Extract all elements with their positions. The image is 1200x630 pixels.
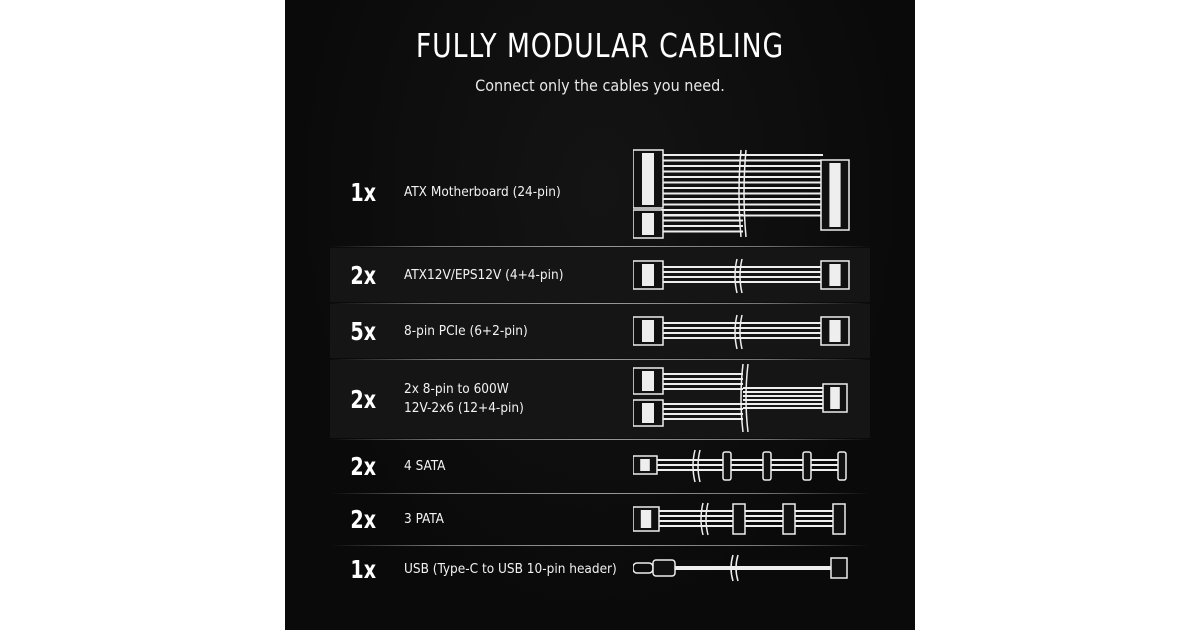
cable-row: 2x 4 SATA bbox=[330, 440, 870, 494]
cable-label-line1: 2x 8-pin to 600W bbox=[404, 381, 509, 397]
12v-2x6-cable-icon bbox=[633, 364, 848, 433]
cable-row: 2x 2x 8-pin to 600W 12V-2x6 (12+4-pin) bbox=[330, 360, 870, 440]
cable-row: 2x ATX12V/EPS12V (4+4-pin) bbox=[330, 248, 870, 304]
sata-cable-icon bbox=[633, 449, 847, 483]
cable-label-line2: 12V-2x6 (12+4-pin) bbox=[404, 400, 524, 416]
cable-quantity: 1x bbox=[350, 178, 377, 207]
cable-label: 2x 8-pin to 600W 12V-2x6 (12+4-pin) bbox=[404, 380, 634, 418]
cable-label: 3 PATA bbox=[404, 510, 444, 527]
cable-label: ATX12V/EPS12V (4+4-pin) bbox=[404, 266, 564, 283]
cable-row: 1x ATX Motherboard (24-pin) bbox=[330, 140, 870, 247]
cable-row: 1x USB (Type-C to USB 10-pin header) bbox=[330, 546, 870, 592]
cable-row: 2x 3 PATA bbox=[330, 494, 870, 546]
pcie-cable-icon bbox=[633, 314, 850, 350]
cable-quantity: 2x bbox=[350, 384, 377, 414]
page-subtitle: Connect only the cables you need. bbox=[475, 76, 725, 95]
cable-quantity: 5x bbox=[350, 316, 377, 346]
cable-quantity: 2x bbox=[350, 260, 377, 290]
cable-label: USB (Type-C to USB 10-pin header) bbox=[404, 560, 617, 577]
eps-cable-icon bbox=[633, 258, 850, 294]
infographic-panel: FULLY MODULAR CABLING Connect only the c… bbox=[285, 0, 915, 630]
cable-quantity: 1x bbox=[350, 554, 377, 584]
atx-24pin-cable-icon bbox=[633, 149, 850, 239]
cable-label: ATX Motherboard (24-pin) bbox=[404, 184, 561, 200]
page-title: FULLY MODULAR CABLING bbox=[415, 26, 785, 65]
cable-row: 5x 8-pin PCIe (6+2-pin) bbox=[330, 304, 870, 360]
usb-cable-icon bbox=[633, 554, 848, 582]
cable-quantity: 2x bbox=[350, 504, 377, 534]
cable-label: 8-pin PCIe (6+2-pin) bbox=[404, 322, 528, 339]
cable-label: 4 SATA bbox=[404, 457, 446, 474]
pata-cable-icon bbox=[633, 502, 846, 536]
cable-quantity: 2x bbox=[350, 451, 377, 481]
